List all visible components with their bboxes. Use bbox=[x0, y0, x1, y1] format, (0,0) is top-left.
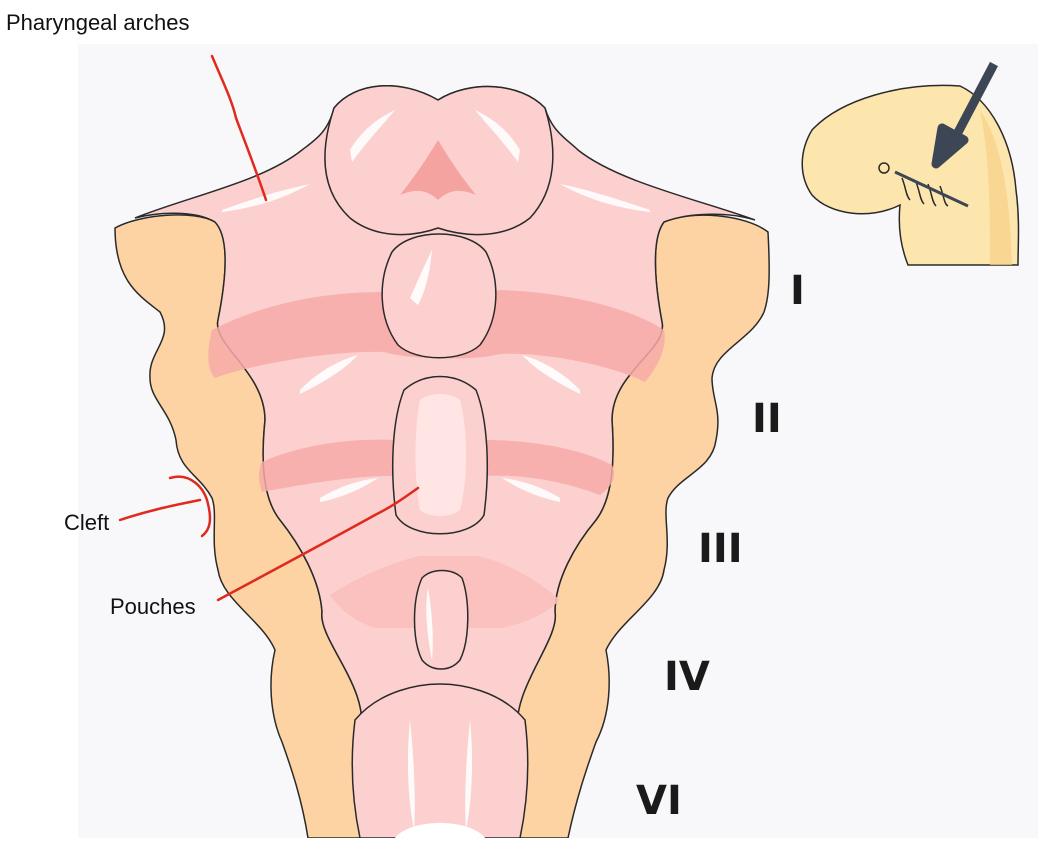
arch-numeral-4: IV bbox=[664, 654, 710, 700]
arrow-icon bbox=[931, 61, 998, 169]
tissue-highlights bbox=[222, 110, 650, 830]
arches-pointer bbox=[210, 54, 268, 202]
pouch-1 bbox=[381, 233, 497, 359]
arch-numeral-2: II bbox=[752, 396, 782, 442]
arch-numeral-6: VI bbox=[636, 778, 682, 824]
arch-numeral-3: III bbox=[698, 526, 743, 572]
embryo-eye bbox=[878, 162, 890, 174]
pouches-label: Pouches bbox=[110, 594, 196, 619]
embryo-body bbox=[801, 84, 1020, 266]
pouches-pointer bbox=[216, 486, 420, 602]
section-line bbox=[894, 170, 969, 208]
pharyngeal-arches-label: Pharyngeal arches bbox=[6, 10, 190, 35]
embryo-arches bbox=[901, 177, 949, 207]
annotation-marks bbox=[118, 54, 420, 602]
cleft-label: Cleft bbox=[64, 510, 110, 535]
pouch-2-highlight bbox=[415, 394, 466, 516]
embryo-inset bbox=[801, 61, 1020, 266]
bottom-opening bbox=[395, 823, 485, 838]
embryo-shade bbox=[980, 110, 1012, 265]
pouch-4 bbox=[351, 683, 529, 839]
arch-numeral-1: I bbox=[790, 268, 805, 314]
pouch-3 bbox=[413, 569, 469, 670]
cleft-pointer bbox=[118, 475, 212, 538]
central-lobe-shade bbox=[400, 140, 476, 200]
